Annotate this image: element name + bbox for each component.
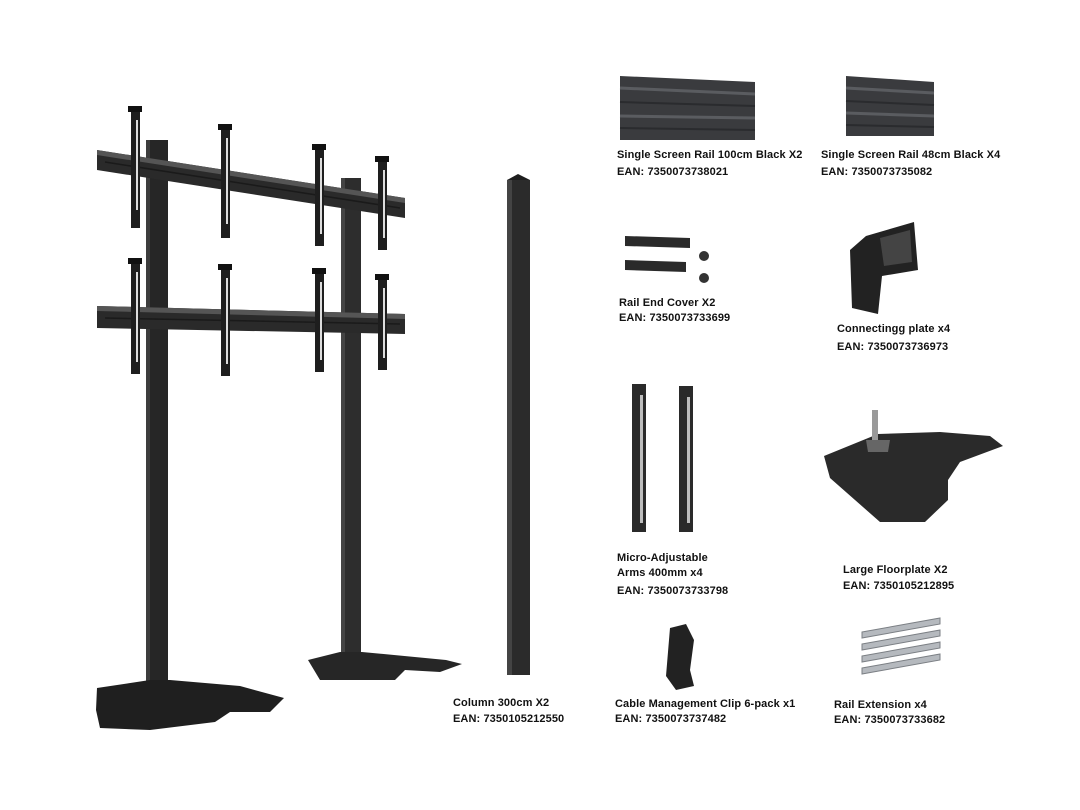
rail-100cm-name: Single Screen Rail 100cm Black X2 bbox=[617, 149, 803, 161]
rail-extension-name: Rail Extension x4 bbox=[834, 699, 927, 711]
rail-end-cover-name: Rail End Cover X2 bbox=[619, 297, 716, 309]
connecting-plate-label: Connectingg plate x4 EAN: 7350073736973 bbox=[837, 322, 950, 355]
rail-48cm-name: Single Screen Rail 48cm Black X4 bbox=[821, 149, 1001, 161]
column-label: Column 300cm X2 EAN: 7350105212550 bbox=[453, 696, 564, 727]
rail-48cm-ean: EAN: 7350073735082 bbox=[821, 166, 933, 178]
floorplate-ean: EAN: 7350105212895 bbox=[843, 580, 955, 592]
connecting-plate-name: Connectingg plate x4 bbox=[837, 323, 951, 335]
column-name: Column 300cm X2 bbox=[453, 697, 550, 709]
arms-name-line2: Arms 400mm x4 bbox=[617, 567, 703, 579]
arms-ean: EAN: 7350073733798 bbox=[617, 585, 729, 597]
column-ean: EAN: 7350105212550 bbox=[453, 713, 565, 725]
cable-clip-ean: EAN: 7350073737482 bbox=[615, 713, 727, 725]
rail-end-cover-label: Rail End Cover X2 EAN: 7350073733699 bbox=[619, 296, 730, 326]
cable-clip-label: Cable Management Clip 6-pack x1 EAN: 735… bbox=[615, 697, 795, 727]
rail-100cm-label: Single Screen Rail 100cm Black X2 EAN: 7… bbox=[617, 148, 803, 180]
floorplate-name: Large Floorplate X2 bbox=[843, 564, 948, 576]
arms-name-line1: Micro-Adjustable bbox=[617, 552, 708, 564]
rail-extension-label: Rail Extension x4 EAN: 7350073733682 bbox=[834, 698, 945, 728]
floorplate-label: Large Floorplate X2 EAN: 7350105212895 bbox=[843, 563, 954, 594]
rail-end-cover-ean: EAN: 7350073733699 bbox=[619, 312, 731, 324]
rail-100cm-ean: EAN: 7350073738021 bbox=[617, 166, 729, 178]
arms-label: Micro-Adjustable Arms 400mm x4 EAN: 7350… bbox=[617, 551, 728, 599]
cable-clip-name: Cable Management Clip 6-pack x1 bbox=[615, 698, 796, 710]
connecting-plate-ean: EAN: 7350073736973 bbox=[837, 341, 949, 353]
rail-48cm-label: Single Screen Rail 48cm Black X4 EAN: 73… bbox=[821, 148, 1000, 180]
rail-extension-ean: EAN: 7350073733682 bbox=[834, 714, 946, 726]
